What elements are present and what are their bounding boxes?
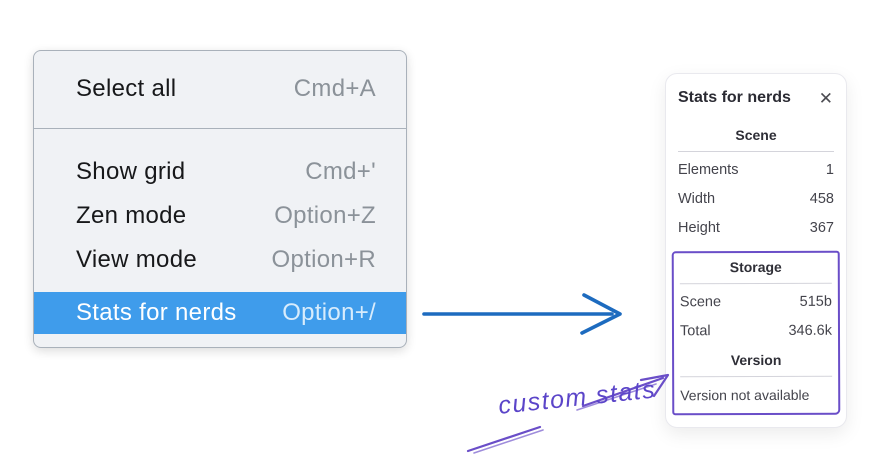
- stat-value: 515b: [799, 293, 832, 310]
- menu-item-show-grid[interactable]: Show grid Cmd+': [34, 150, 406, 194]
- stat-label: Elements: [678, 162, 739, 178]
- menu-item-view-mode[interactable]: View mode Option+R: [34, 238, 406, 282]
- menu-item-label: View mode: [76, 246, 197, 273]
- section-divider: [678, 151, 834, 152]
- stats-panel: Stats for nerds ✕ Scene Elements 1 Width…: [665, 73, 847, 428]
- annotation-rectangle: Storage Scene 515b Total 346.6k Version …: [671, 250, 841, 416]
- stat-row-elements: Elements 1: [678, 156, 834, 185]
- menu-item-shortcut: Option+Z: [274, 202, 376, 229]
- menu-item-label: Stats for nerds: [76, 299, 237, 326]
- section-storage: Storage Scene 515b Total 346.6k: [679, 258, 832, 347]
- section-divider: [679, 282, 832, 285]
- stat-row-height: Height 367: [678, 214, 834, 243]
- section-divider: [680, 375, 833, 378]
- menu-item-zen-mode[interactable]: Zen mode Option+Z: [34, 194, 406, 238]
- section-heading: Version: [730, 351, 782, 369]
- menu-item-shortcut: Cmd+': [305, 158, 376, 185]
- menu-item-select-all[interactable]: Select all Cmd+A: [34, 67, 406, 111]
- menu-item-label: Zen mode: [76, 202, 187, 229]
- stat-row-width: Width 458: [678, 185, 834, 214]
- stat-value: 346.6k: [788, 322, 833, 339]
- menu-item-shortcut: Option+R: [271, 246, 376, 273]
- context-menu: Select all Cmd+A Show grid Cmd+' Zen mod…: [33, 50, 407, 348]
- menu-item-label: Show grid: [76, 158, 186, 185]
- stat-value: 1: [825, 162, 834, 178]
- stat-label: Total: [679, 323, 711, 340]
- menu-group-bottom: Show grid Cmd+' Zen mode Option+Z View m…: [34, 150, 406, 334]
- stats-panel-header: Stats for nerds ✕: [678, 87, 834, 109]
- menu-item-label: Select all: [76, 75, 177, 102]
- annotation-label: custom stats: [497, 375, 658, 420]
- stat-value: 458: [809, 191, 834, 207]
- stat-row-scene-storage: Scene 515b: [680, 288, 832, 318]
- arrow-up-right-icon: [466, 373, 670, 454]
- menu-item-shortcut: Cmd+A: [293, 75, 376, 102]
- version-note: Version not available: [680, 386, 810, 404]
- stat-label: Width: [678, 191, 716, 207]
- menu-group-top: Select all Cmd+A: [34, 67, 406, 111]
- stat-label: Height: [678, 220, 720, 236]
- stat-label: Scene: [679, 294, 722, 311]
- section-scene: Scene Elements 1 Width 458 Height 367: [678, 127, 834, 243]
- stat-row-total-storage: Total 346.6k: [680, 317, 832, 347]
- menu-separator: [34, 128, 406, 129]
- menu-item-shortcut: Option+/: [282, 299, 376, 326]
- section-heading: Scene: [735, 127, 777, 143]
- stat-value: 367: [809, 220, 834, 236]
- close-icon[interactable]: ✕: [818, 88, 833, 108]
- stats-panel-title: Stats for nerds: [678, 89, 791, 106]
- menu-item-stats-for-nerds[interactable]: Stats for nerds Option+/: [34, 292, 406, 334]
- section-version: Version Version not available: [680, 351, 833, 410]
- arrow-right-icon: [422, 293, 622, 335]
- section-heading: Storage: [729, 258, 782, 276]
